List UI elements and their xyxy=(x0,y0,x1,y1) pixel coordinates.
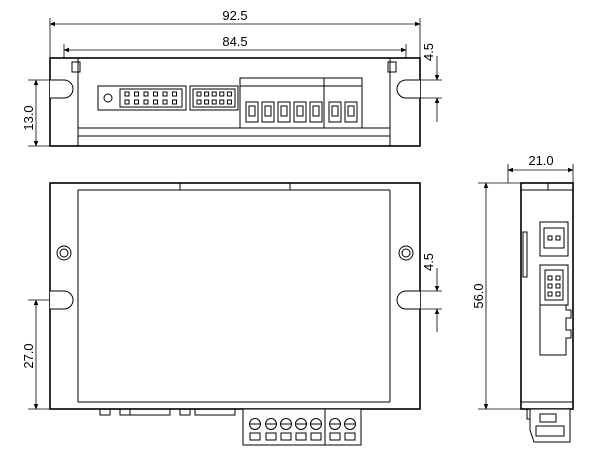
pin xyxy=(162,91,168,97)
terminal-screw xyxy=(249,418,261,430)
top-connector-12pin xyxy=(97,85,187,111)
pin xyxy=(153,99,158,105)
terminal-cell xyxy=(344,101,358,123)
pin xyxy=(134,91,139,97)
front-bottom-connectors xyxy=(99,408,362,446)
pin xyxy=(172,91,177,97)
front-left-hole xyxy=(56,245,72,261)
terminal-screw xyxy=(280,418,292,430)
dim-front-slot-offset: 4.5 xyxy=(421,253,436,271)
dim-side-depth: 21.0 xyxy=(528,153,553,168)
dim-top-slot-offset: 4.5 xyxy=(421,43,436,61)
dim-top-height: 13.0 xyxy=(21,105,36,130)
pin xyxy=(153,91,158,97)
front-left-slot xyxy=(50,290,74,310)
side-bottom-plug xyxy=(526,408,571,443)
terminal-screw xyxy=(310,418,322,430)
front-view: 4.5 27.0 xyxy=(21,182,442,446)
terminal-cell xyxy=(328,101,342,123)
pin xyxy=(226,99,232,105)
pin xyxy=(226,91,232,97)
dim-top-hole-spacing: 84.5 xyxy=(222,34,247,49)
pin xyxy=(124,91,130,97)
dim-top-overall-width: 92.5 xyxy=(222,8,247,23)
top-view: 92.5 84.5 13.0 4.5 xyxy=(21,8,442,147)
terminal-cell xyxy=(261,101,275,123)
top-terminal-block xyxy=(239,77,363,129)
pin xyxy=(196,99,202,105)
pin xyxy=(211,99,217,105)
pin xyxy=(172,99,177,105)
dim-front-slot-height: 27.0 xyxy=(21,343,36,368)
terminal-screw xyxy=(329,418,341,430)
pin xyxy=(219,91,225,97)
terminal-cell xyxy=(277,101,291,123)
side-connector-top xyxy=(539,221,569,257)
pin xyxy=(134,99,139,105)
side-view: 21.0 56.0 xyxy=(471,153,574,443)
pin xyxy=(124,99,130,105)
front-view-body xyxy=(49,182,421,410)
side-connector-middle xyxy=(539,264,569,306)
front-right-hole xyxy=(398,245,414,261)
top-view-body xyxy=(49,57,421,147)
terminal-screw xyxy=(265,418,277,430)
terminal-cell xyxy=(309,101,323,123)
pin xyxy=(143,91,149,97)
front-right-slot xyxy=(396,290,420,310)
terminal-screw xyxy=(295,418,307,430)
pin xyxy=(211,91,217,97)
pin xyxy=(162,99,168,105)
terminal-cell xyxy=(245,101,259,123)
top-right-slot xyxy=(396,79,420,99)
side-terminal-profile xyxy=(539,304,572,356)
top-left-slot xyxy=(50,79,74,99)
pin xyxy=(143,99,149,105)
pin xyxy=(196,91,202,97)
pin xyxy=(204,91,210,97)
pin xyxy=(219,99,225,105)
dim-side-height: 56.0 xyxy=(471,283,486,308)
pin xyxy=(204,99,210,105)
top-connector-10pin xyxy=(189,85,239,111)
terminal-screw xyxy=(344,418,356,430)
terminal-cell xyxy=(293,101,307,123)
